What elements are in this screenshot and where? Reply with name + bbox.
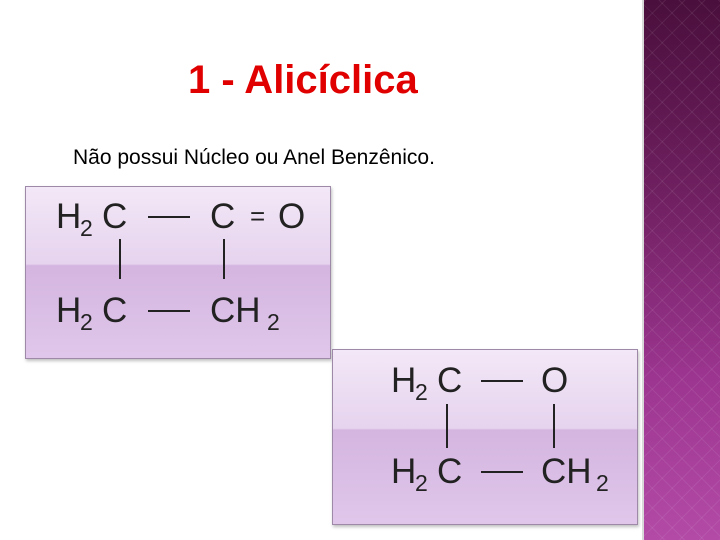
atom-ch: CH	[541, 452, 592, 491]
slide-title: 1 - Alicíclica	[188, 58, 418, 102]
subscript: 2	[596, 470, 609, 496]
atom-c: C	[437, 361, 463, 400]
subscript: 2	[80, 309, 93, 335]
slide-subtitle: Não possui Núcleo ou Anel Benzênico.	[73, 146, 435, 169]
atom-c: C	[437, 452, 463, 491]
single-bond	[481, 471, 523, 473]
decorative-side-band	[642, 0, 720, 540]
single-bond	[553, 404, 555, 448]
single-bond	[481, 380, 523, 382]
single-bond	[148, 310, 190, 312]
atom-o: O	[541, 361, 569, 400]
double-bond: =	[250, 201, 266, 231]
atom-c: C	[210, 197, 236, 236]
atom-c: C	[102, 197, 128, 236]
structure-box-oxetane: H 2 C O H 2 C CH 2	[332, 349, 638, 525]
subscript: 2	[80, 215, 93, 241]
subscript: 2	[267, 309, 280, 335]
atom-h: H	[56, 291, 82, 330]
single-bond	[119, 239, 121, 279]
single-bond	[148, 216, 190, 218]
single-bond	[446, 404, 448, 448]
subscript: 2	[415, 379, 428, 405]
subscript: 2	[415, 470, 428, 496]
atom-c: C	[102, 291, 128, 330]
atom-h: H	[391, 452, 417, 491]
atom-h: H	[56, 197, 82, 236]
atom-ch: CH	[210, 291, 261, 330]
atom-h: H	[391, 361, 417, 400]
atom-o: O	[278, 197, 306, 236]
structure-box-cyclobutanone: H 2 C C = O H 2 C CH 2	[25, 186, 331, 359]
single-bond	[223, 239, 225, 279]
